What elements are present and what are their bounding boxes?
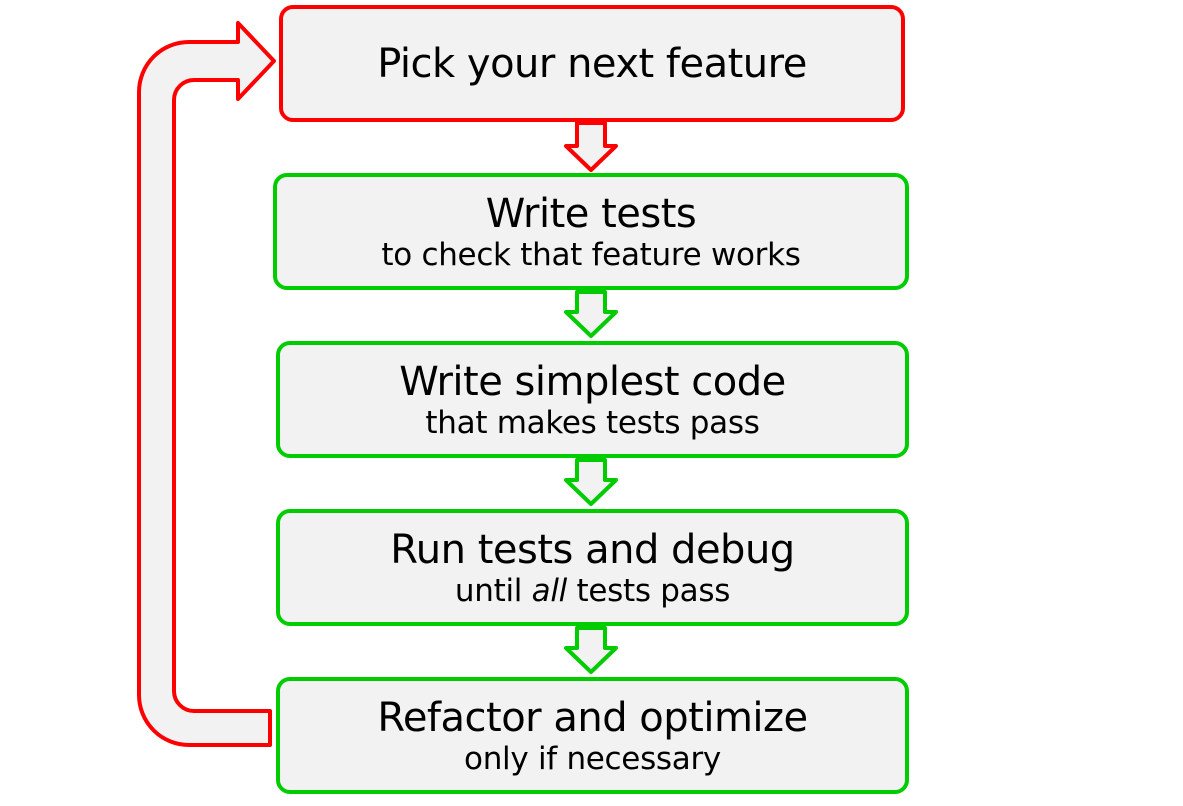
down-arrow-red <box>564 121 618 172</box>
step-title: Pick your next feature <box>377 40 807 87</box>
loop-back-arrow-shape <box>137 21 276 747</box>
step-title: Refactor and optimize <box>377 694 808 741</box>
step-write-code: Write simplest code that makes tests pas… <box>276 341 909 458</box>
step-write-tests: Write tests to check that feature works <box>273 173 909 290</box>
down-arrow-green-2 <box>564 458 618 506</box>
step-subtitle: to check that feature works <box>381 236 801 273</box>
step-pick-feature: Pick your next feature <box>279 5 905 122</box>
step-run-tests: Run tests and debug until all tests pass <box>276 509 909 626</box>
step-subtitle: until all tests pass <box>455 573 730 609</box>
step-subtitle-emphasis: all <box>531 572 568 609</box>
step-title: Write simplest code <box>399 358 786 405</box>
step-subtitle: that makes tests pass <box>425 404 760 441</box>
step-subtitle-pre: until <box>454 572 532 609</box>
down-arrow-green-3 <box>564 626 618 674</box>
step-title: Run tests and debug <box>390 526 795 573</box>
step-subtitle: only if necessary <box>464 740 721 777</box>
step-refactor: Refactor and optimize only if necessary <box>276 677 909 794</box>
step-title: Write tests <box>485 190 697 237</box>
step-subtitle-post: tests pass <box>566 572 731 609</box>
down-arrow-green-1 <box>564 290 618 338</box>
